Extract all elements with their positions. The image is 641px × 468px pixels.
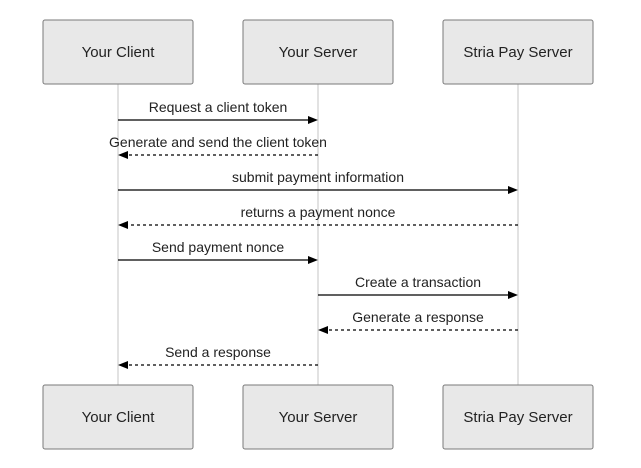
message-label: submit payment information xyxy=(232,169,404,185)
arrowhead-icon xyxy=(508,186,518,194)
message-label: Create a transaction xyxy=(355,274,481,290)
message-arrow: Request a client token xyxy=(118,99,318,124)
arrowhead-icon xyxy=(118,361,128,369)
arrowhead-icon xyxy=(118,221,128,229)
message-arrow: Generate a response xyxy=(318,309,518,334)
participant-label: Your Client xyxy=(82,409,156,426)
message-arrow: submit payment information xyxy=(118,169,518,194)
participant-box xyxy=(242,19,394,85)
participant-label: Stria Pay Server xyxy=(463,44,572,61)
participant-label: Your Client xyxy=(82,44,156,61)
participant-client-top: Your Client xyxy=(42,19,194,85)
message-label: Send payment nonce xyxy=(152,239,285,255)
participant-box xyxy=(242,384,394,450)
message-label: Request a client token xyxy=(149,99,288,115)
participant-box xyxy=(42,384,194,450)
participant-label: Your Server xyxy=(279,409,358,426)
participant-server-top: Your Server xyxy=(242,19,394,85)
message-label: Send a response xyxy=(165,344,271,360)
message-arrow: Generate and send the client token xyxy=(109,134,327,159)
arrowhead-icon xyxy=(308,116,318,124)
message-arrow: Send payment nonce xyxy=(118,239,318,264)
participant-client-bottom: Your Client xyxy=(42,384,194,450)
message-arrow: Create a transaction xyxy=(318,274,518,299)
message-label: Generate and send the client token xyxy=(109,134,327,150)
arrowhead-icon xyxy=(118,151,128,159)
participant-label: Stria Pay Server xyxy=(463,409,572,426)
message-arrow: Send a response xyxy=(118,344,318,369)
participant-box xyxy=(442,384,594,450)
participant-box xyxy=(442,19,594,85)
arrowhead-icon xyxy=(508,291,518,299)
message-label: Generate a response xyxy=(352,309,484,325)
arrowhead-icon xyxy=(318,326,328,334)
lifelines xyxy=(117,84,519,385)
arrowhead-icon xyxy=(308,256,318,264)
message-label: returns a payment nonce xyxy=(241,204,396,220)
participant-label: Your Server xyxy=(279,44,358,61)
participant-pay-top: Stria Pay Server xyxy=(442,19,594,85)
message-arrow: returns a payment nonce xyxy=(118,204,518,229)
participant-box xyxy=(42,19,194,85)
participant-pay-bottom: Stria Pay Server xyxy=(442,384,594,450)
participant-server-bottom: Your Server xyxy=(242,384,394,450)
